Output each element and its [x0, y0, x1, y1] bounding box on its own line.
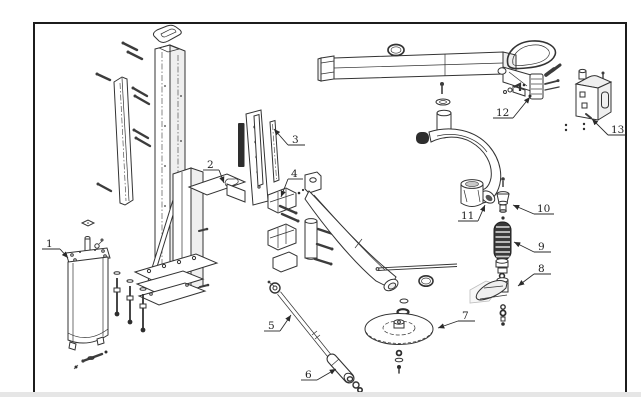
- diagram-frame: 1 2 3 4 5 6 7: [33, 22, 627, 393]
- callout-1: 1: [46, 238, 53, 250]
- callout-7: 7: [462, 310, 469, 322]
- callout-6: 6: [305, 369, 312, 381]
- mounting-pins: [95, 41, 152, 193]
- page-edge-strip: [0, 392, 641, 397]
- callout-9: 9: [538, 241, 545, 253]
- air-cylinder: [65, 219, 111, 370]
- tilt-rod: [267, 280, 334, 361]
- bead-breaker-blade: [469, 277, 509, 326]
- callouts: 1 2 3 4 5 6 7: [42, 96, 626, 381]
- valve-fitting: [496, 177, 510, 220]
- callout-8: 8: [538, 263, 545, 275]
- control-box: [564, 68, 613, 132]
- callout-13: 13: [611, 124, 624, 136]
- callout-4: 4: [291, 168, 298, 180]
- gooseneck-tube: [416, 82, 502, 204]
- column-assembly: [95, 24, 186, 275]
- support-disc: [364, 298, 434, 374]
- exploded-diagram: 1 2 3 4 5 6 7: [42, 24, 626, 393]
- control-valve: [503, 63, 562, 100]
- damper-sleeve: [326, 353, 363, 393]
- callout-11: 11: [461, 210, 474, 222]
- callout-12: 12: [496, 107, 509, 119]
- slide-strips: [238, 109, 280, 206]
- anchor-bolts: [113, 271, 147, 333]
- bushing: [460, 179, 484, 207]
- clamp-assembly: [267, 187, 335, 273]
- base-plates: [133, 253, 219, 306]
- callout-2: 2: [207, 159, 214, 171]
- callout-3: 3: [292, 134, 299, 146]
- callout-10: 10: [537, 203, 550, 215]
- lower-arm: [304, 171, 458, 292]
- callout-5: 5: [268, 320, 275, 332]
- spring: [493, 221, 512, 280]
